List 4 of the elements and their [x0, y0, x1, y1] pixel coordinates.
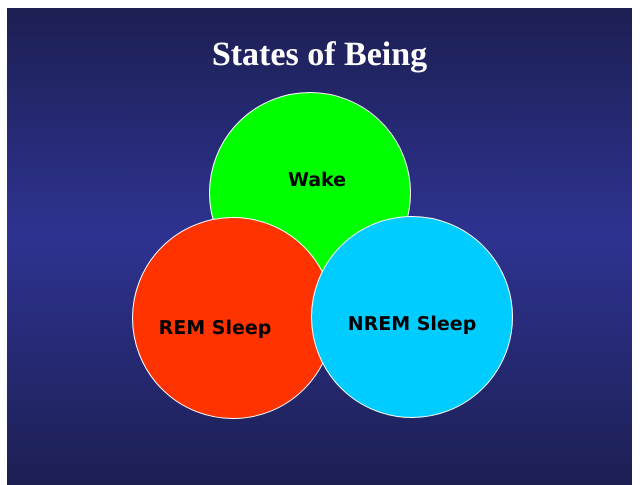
circle-label: Wake [288, 169, 346, 191]
circle-label: REM Sleep [158, 317, 272, 339]
circle-label: NREM Sleep [348, 313, 476, 335]
slide-title: States of Being [210, 36, 428, 74]
